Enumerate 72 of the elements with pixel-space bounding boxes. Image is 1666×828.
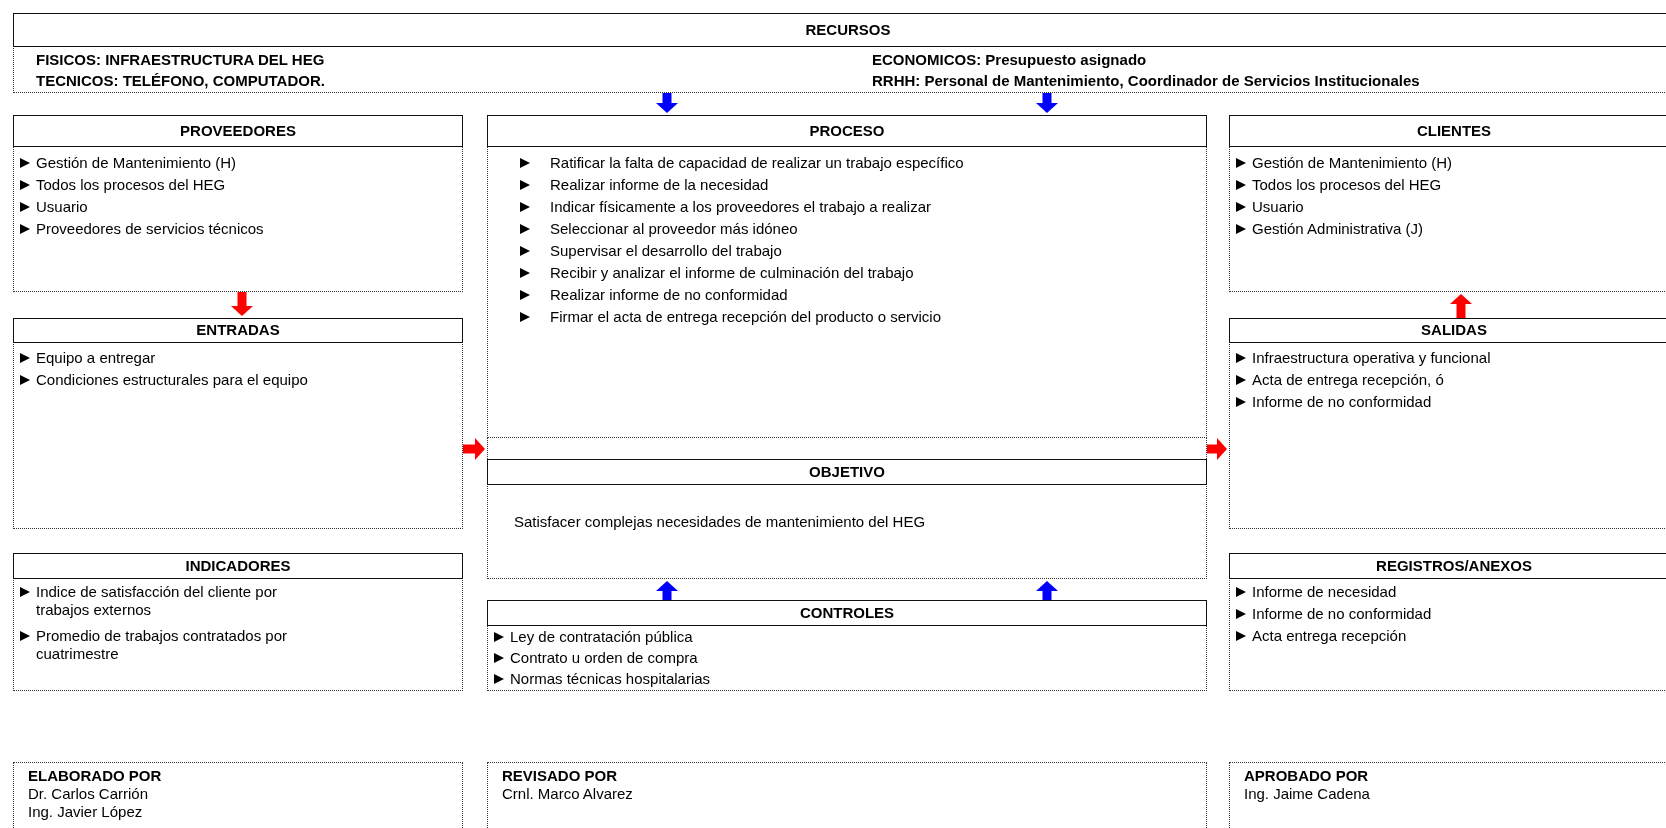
panel: [13, 762, 463, 828]
arrow: [1036, 581, 1058, 600]
list-item-text: Seleccionar al proveedor más idóneo: [550, 220, 798, 238]
section-heading: ELABORADO POR: [28, 767, 162, 785]
section-header: CONTROLES: [487, 600, 1207, 626]
list-item-text: Todos los procesos del HEG: [1252, 176, 1442, 194]
list-item-text: Informe de no conformidad: [1252, 393, 1432, 411]
resource-text: RRHH: Personal de Mantenimiento, Coordinador de Servicios Institucionales: [872, 72, 1420, 90]
panel: [1229, 318, 1666, 529]
person-name: Crnl. Marco Alvarez: [502, 785, 633, 803]
list-item-text: Gestión de Mantenimiento (H): [36, 154, 237, 172]
arrow: [1036, 93, 1058, 113]
arrow: [1450, 294, 1472, 318]
resource-text: TECNICOS: TELÉFONO, COMPUTADOR.: [36, 72, 325, 90]
arrow: [656, 93, 678, 113]
person-name: Ing. Javier López: [28, 803, 143, 821]
list-item-text: Usuario: [36, 198, 88, 216]
panel: [13, 318, 463, 529]
section-header: ENTRADAS: [13, 318, 463, 343]
arrow: [656, 581, 678, 600]
resource-text: FISICOS: INFRAESTRUCTURA DEL HEG: [36, 51, 325, 69]
list-item-text: Gestión de Mantenimiento (H): [1252, 154, 1453, 172]
panel: [13, 115, 463, 292]
arrow: [231, 292, 253, 316]
list-item-text: Indice de satisfacción del cliente por trabajos externos: [36, 583, 278, 619]
panel: [487, 600, 1207, 691]
list-item-text: Informe de necesidad: [1252, 583, 1397, 601]
list-item-text: Condiciones estructurales para el equipo: [36, 371, 308, 389]
list-item-text: Ratificar la falta de capacidad de realizar un trabajo específico: [550, 154, 964, 172]
panel: [1229, 553, 1666, 691]
objective-text: Satisfacer complejas necesidades de mantenimiento del HEG: [514, 513, 926, 531]
list-item-text: Usuario: [1252, 198, 1304, 216]
list-item-text: Firmar el acta de entrega recepción del producto o servicio: [550, 308, 942, 326]
list-item-text: Informe de no conformidad: [1252, 605, 1432, 623]
section-header: SALIDAS: [1229, 318, 1666, 343]
list-item-text: Gestión Administrativa (J): [1252, 220, 1423, 238]
arrow: [1207, 438, 1227, 460]
section-header: INDICADORES: [13, 553, 463, 579]
panel: [487, 115, 1207, 438]
panel: [13, 13, 1666, 93]
section-header: PROCESO: [487, 115, 1207, 147]
list-item-text: Realizar informe de la necesidad: [550, 176, 769, 194]
list-item-text: Equipo a entregar: [36, 349, 156, 367]
list-item-text: Contrato u orden de compra: [510, 649, 698, 667]
person-name: Ing. Jaime Cadena: [1244, 785, 1370, 803]
list-item-text: Todos los procesos del HEG: [36, 176, 226, 194]
list-item-text: Supervisar el desarrollo del trabajo: [550, 242, 782, 260]
panel: [487, 438, 1207, 579]
section-header: OBJETIVO: [487, 459, 1207, 485]
person-name: Dr. Carlos Carrión: [28, 785, 149, 803]
panel: [487, 762, 1207, 828]
list-item-text: Realizar informe de no conformidad: [550, 286, 788, 304]
section-heading: APROBADO POR: [1244, 767, 1369, 785]
section-header: REGISTROS/ANEXOS: [1229, 553, 1666, 579]
list-item-text: Proveedores de servicios técnicos: [36, 220, 264, 238]
list-item-text: Acta de entrega recepción, ó: [1252, 371, 1444, 389]
section-heading: REVISADO POR: [502, 767, 618, 785]
resource-text: ECONOMICOS: Presupuesto asignado: [872, 51, 1147, 69]
list-item-text: Indicar físicamente a los proveedores el trabajo a realizar: [550, 198, 932, 216]
section-header: RECURSOS: [13, 13, 1666, 47]
section-header: CLIENTES: [1229, 115, 1666, 147]
list-item-text: Promedio de trabajos contratados por cuatrimestre: [36, 627, 288, 663]
list-item-text: Ley de contratación pública: [510, 628, 693, 646]
list-item-text: Recibir y analizar el informe de culminación del trabajo: [550, 264, 914, 282]
list-item-text: Infraestructura operativa y funcional: [1252, 349, 1491, 367]
list-item-text: Normas técnicas hospitalarias: [510, 670, 711, 688]
arrow: [463, 438, 485, 460]
panel: [13, 553, 463, 691]
panel: [1229, 762, 1666, 828]
panel: [1229, 115, 1666, 292]
section-header: PROVEEDORES: [13, 115, 463, 147]
list-item-text: Acta entrega recepción: [1252, 627, 1407, 645]
